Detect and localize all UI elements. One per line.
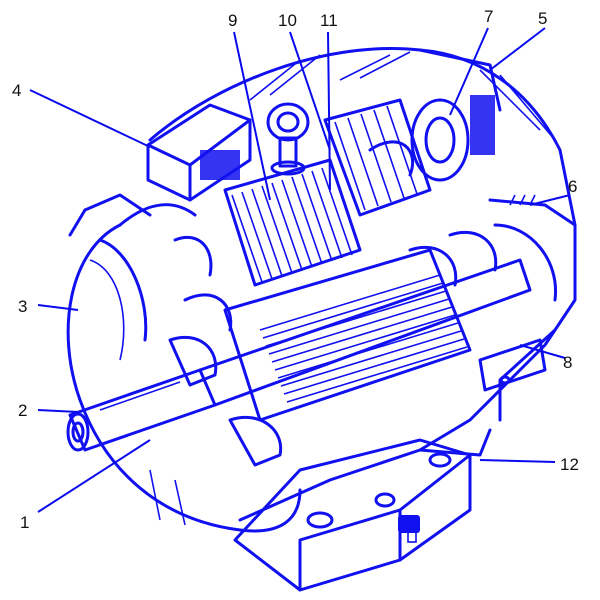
- callout-labels: 1 2 3 4 5 6 7 8 9 10 11 12: [12, 7, 579, 532]
- leader-6: [529, 194, 571, 206]
- leader-1: [37, 439, 151, 513]
- leader-7: [449, 27, 489, 116]
- terminal-box: [146, 103, 252, 202]
- fan-cover: [488, 194, 577, 302]
- callout-1: 1: [20, 513, 29, 532]
- leader-2: [37, 409, 79, 413]
- callout-12: 12: [560, 455, 579, 474]
- leader-4: [29, 89, 151, 148]
- callout-5: 5: [538, 9, 547, 28]
- callout-7: 7: [484, 7, 493, 26]
- leader-3: [37, 304, 79, 311]
- callout-6: 6: [568, 177, 577, 196]
- side-plate: [478, 338, 547, 392]
- lifting-eye: [266, 102, 310, 176]
- callout-9: 9: [228, 11, 237, 30]
- leader-11: [327, 31, 331, 191]
- callout-8: 8: [563, 353, 572, 372]
- stator-core: [223, 158, 362, 287]
- callout-11: 11: [320, 11, 338, 30]
- leader-8: [519, 344, 566, 359]
- leader-10: [289, 31, 331, 151]
- rotor-core: [223, 248, 472, 422]
- leader-12: [479, 459, 556, 463]
- end-shield-drive: [66, 193, 302, 533]
- internal-fan: [168, 230, 498, 467]
- leader-5: [489, 27, 546, 71]
- callout-3: 3: [18, 297, 27, 316]
- motor-illustration: [66, 46, 577, 592]
- stator-winding: [173, 98, 432, 332]
- callout-10: 10: [278, 11, 297, 30]
- leader-9: [233, 31, 271, 201]
- shaft: [66, 258, 532, 452]
- mounting-base: [233, 438, 472, 592]
- leader-lines: [29, 27, 571, 513]
- bearing-assembly: [410, 95, 495, 182]
- callout-2: 2: [18, 401, 27, 420]
- callout-4: 4: [12, 81, 21, 100]
